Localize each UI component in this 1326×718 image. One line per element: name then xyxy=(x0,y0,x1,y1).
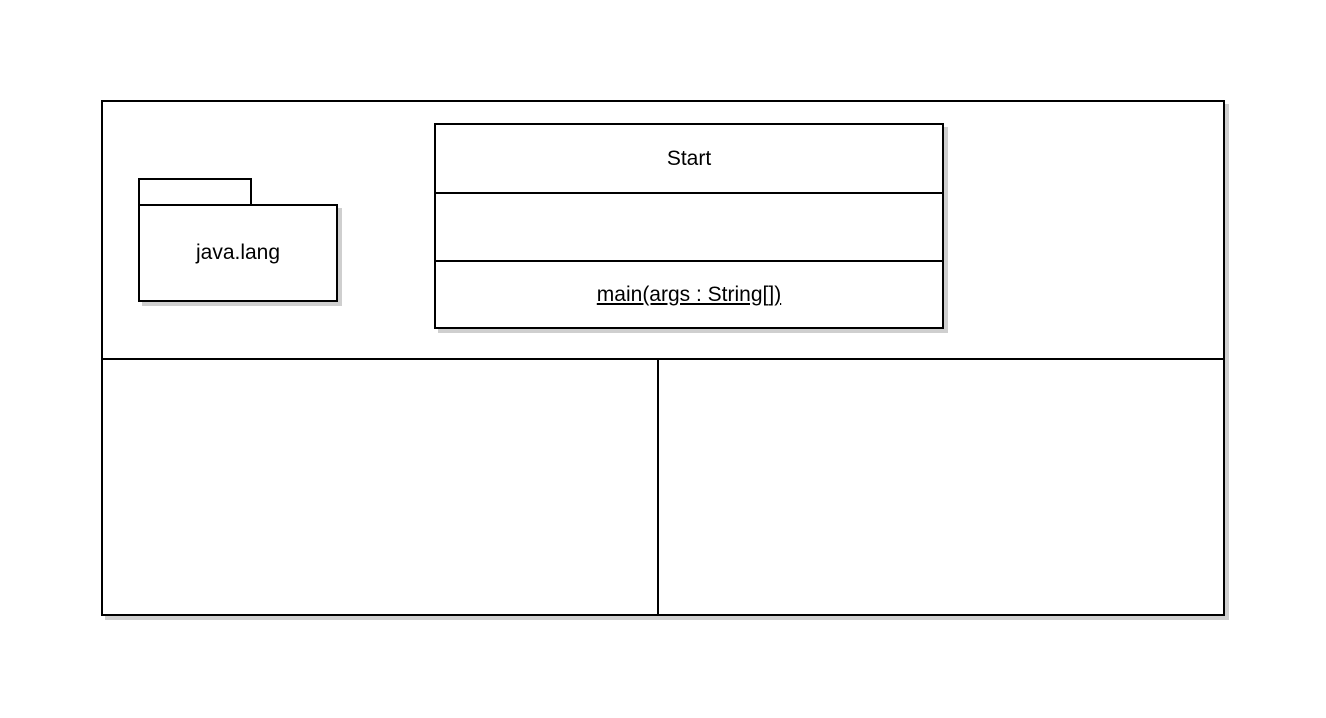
package-name: java.lang xyxy=(195,241,281,264)
frame-cell-bottom-right[interactable] xyxy=(659,360,1225,616)
class-attributes-compartment xyxy=(436,192,942,260)
frame-divider-vertical xyxy=(657,358,659,616)
class-operations-compartment: main(args : String[]) xyxy=(436,260,942,327)
package-java-lang[interactable]: java.lang xyxy=(138,178,338,302)
operation-main: main(args : String[]) xyxy=(596,282,782,306)
class-name-compartment: Start xyxy=(436,125,942,192)
class-name: Start xyxy=(666,146,712,170)
frame-cell-bottom-left[interactable] xyxy=(103,360,657,616)
frame-divider-horizontal xyxy=(103,358,1223,360)
class-start[interactable]: Start main(args : String[]) xyxy=(434,123,944,329)
package-tab xyxy=(138,178,252,206)
package-body: java.lang xyxy=(138,204,338,302)
